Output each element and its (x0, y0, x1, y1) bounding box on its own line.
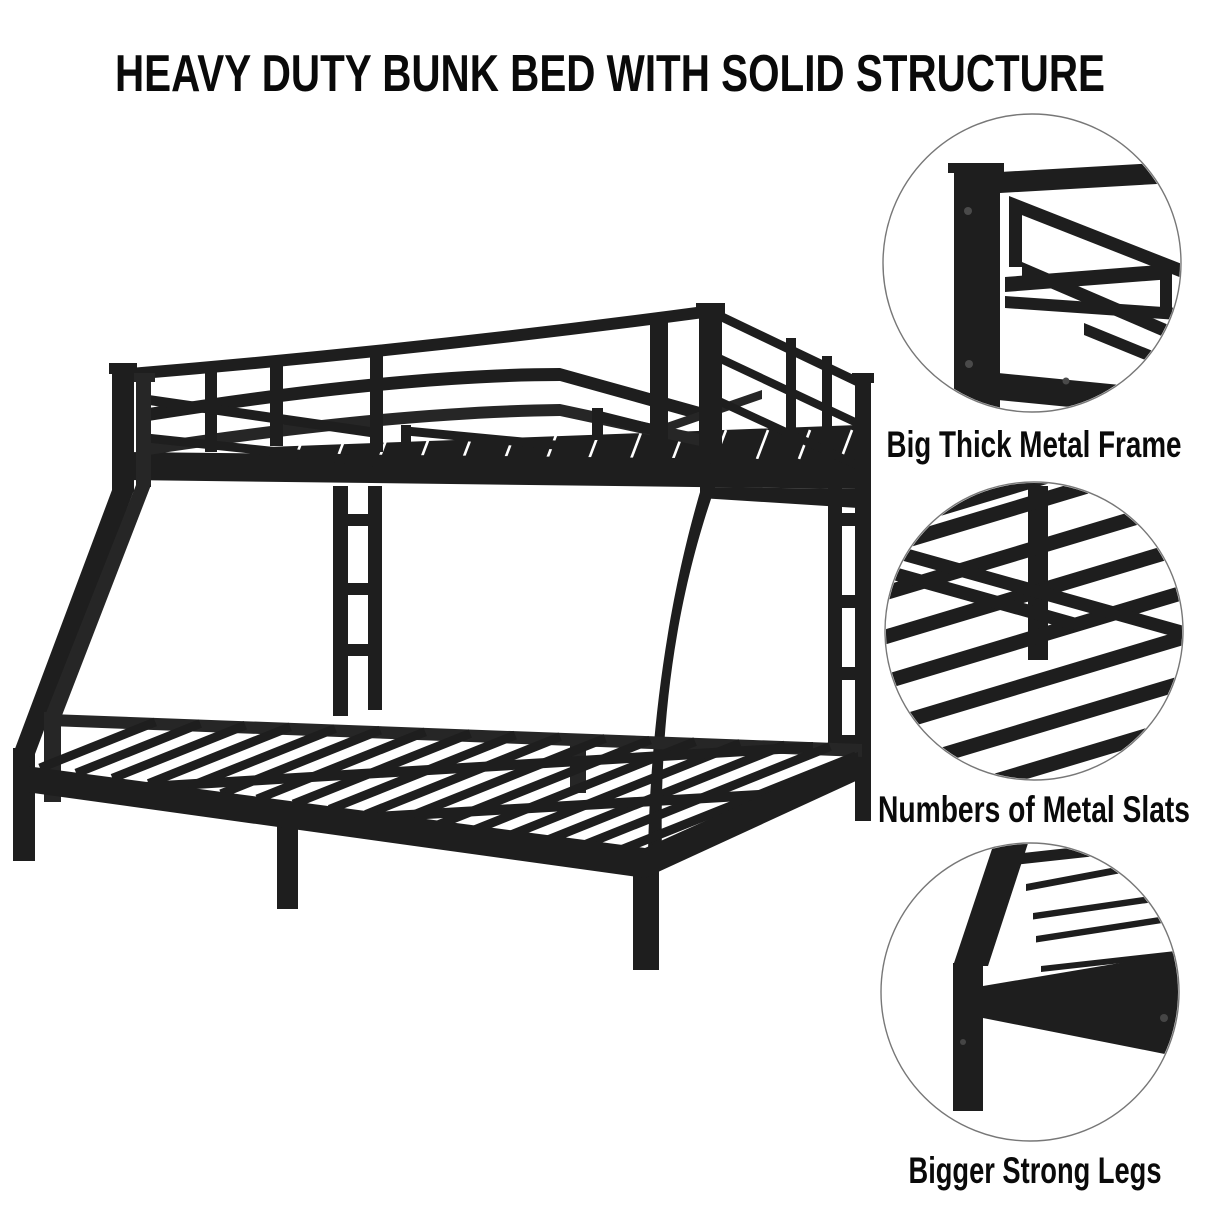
svg-text:Bigger Strong Legs: Bigger Strong Legs (909, 1150, 1162, 1191)
svg-text:Numbers of Metal Slats: Numbers of Metal Slats (878, 789, 1190, 830)
svg-text:Big Thick Metal Frame: Big Thick Metal Frame (887, 424, 1182, 465)
svg-text:HEAVY DUTY BUNK BED WITH SOLID: HEAVY DUTY BUNK BED WITH SOLID STRUCTURE (115, 45, 1105, 103)
